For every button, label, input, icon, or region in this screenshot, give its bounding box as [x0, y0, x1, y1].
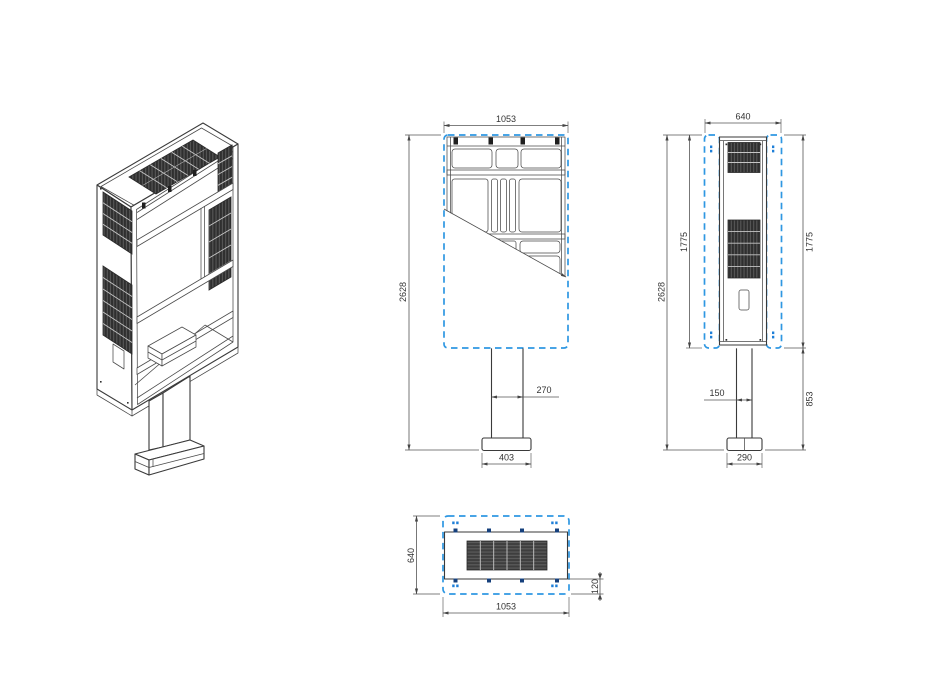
dim-side-base: 290 [737, 453, 752, 463]
front-view: 1053 2628 270 403 [398, 114, 569, 468]
pedestal-base [134, 439, 205, 476]
dim-front-base: 403 [499, 453, 514, 463]
bolt-dot [127, 402, 129, 404]
dim-side-column: 150 [709, 388, 724, 398]
side-dimensions: 640 1775 2628 1775 853 150 290 [657, 112, 815, 468]
interior-compartment-box [147, 326, 197, 367]
bolt-dot [759, 339, 762, 341]
isometric-view [96, 122, 239, 476]
side-top-grille [727, 142, 761, 173]
dim-side-body-right: 1775 [805, 232, 815, 252]
side-door-dashed-left [703, 134, 721, 349]
top-flange-tabs [453, 528, 559, 583]
section-break-line [443, 208, 567, 278]
front-internal-structure [446, 136, 566, 279]
dim-top-width: 1053 [496, 602, 516, 612]
dim-side-body-left: 1775 [679, 232, 689, 252]
top-vent-grille [466, 540, 548, 571]
bolt-dot [100, 381, 102, 383]
front-dimensions: 1053 2628 270 403 [398, 114, 569, 468]
hinge-marks [710, 145, 775, 339]
top-view: 640 120 1053 [406, 515, 604, 617]
dim-front-height: 2628 [398, 282, 408, 302]
side-cable-cutout [738, 289, 750, 311]
dim-side-lower: 853 [805, 391, 815, 406]
top-door-dashed-outline [442, 515, 570, 595]
bottom-panel-edge-left [96, 389, 133, 417]
cabinet-top-face-inner-edge [100, 127, 233, 206]
side-cable-cutout [112, 343, 125, 370]
interior-top-rail [136, 151, 234, 220]
side-view: 640 1775 2628 1775 853 150 290 [657, 112, 815, 468]
dim-side-depth: 640 [735, 112, 750, 122]
hinge-marks [452, 521, 558, 588]
dim-front-column: 270 [536, 385, 551, 395]
dim-top-depth: 640 [406, 548, 416, 563]
bolt-dot [100, 188, 102, 190]
bolt-dot [725, 143, 728, 146]
base-plate [481, 437, 532, 452]
side-door-dashed-right [765, 134, 783, 349]
pedestal-column [148, 375, 191, 451]
front-door-dashed-outline [443, 134, 569, 349]
dim-top-flange: 120 [590, 579, 600, 594]
dim-side-height: 2628 [657, 282, 667, 302]
side-vent-grille-lower [102, 265, 133, 355]
bolt-dot [725, 339, 728, 341]
side-mid-grille [727, 219, 761, 279]
side-vent-grille-upper [102, 191, 133, 255]
bolt-dot [126, 208, 129, 210]
top-dimensions: 640 120 1053 [406, 515, 604, 617]
dim-front-width: 1053 [496, 114, 516, 124]
